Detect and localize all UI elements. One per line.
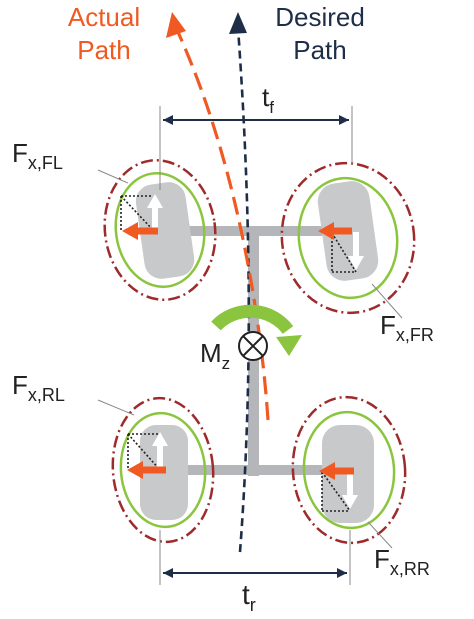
force-label-fl-main: F [12,138,28,168]
rear-track-main: t [242,579,250,610]
wheel-front-right [280,161,416,315]
desired-path-arrowhead [229,12,247,34]
rear-axle [178,465,328,475]
force-label-rl: Fx,RL [12,370,65,405]
friction-ellipse-red [111,396,215,544]
wheel-rear-right [291,395,407,545]
wheel-rear-left [111,396,215,544]
actual-path-label-line2: Path [77,35,131,65]
friction-ellipse-green [302,410,396,530]
force-decomposition-dotted [331,232,357,273]
yaw-moment-arc [211,304,294,335]
force-label-rr-main: F [374,544,390,574]
front-track-label: tf [262,82,274,117]
force-label-fr-sub: x,FR [396,325,434,345]
actual-path-line [176,31,270,421]
front-track-main: t [262,82,270,112]
leader-line-fl [97,169,129,184]
rear-track-label: tr [242,579,256,615]
force-decomposition-dotted [321,471,351,512]
force-label-rl-sub: x,RL [28,385,65,405]
yaw-moment-label: Mz [200,338,230,373]
leader-line-fr [371,283,403,319]
longitudinal-force-arrowhead [318,222,334,240]
yaw-moment-main: M [200,338,222,368]
force-decomposition-dotted [127,433,161,471]
friction-ellipse-green [114,171,206,289]
force-decomposition-dotted [120,195,154,231]
rear-track-sub: r [250,595,256,615]
yaw-moment [211,304,302,361]
moment-axis-cross [242,335,264,357]
friction-ellipse-green [297,176,399,300]
friction-ellipse-red [291,395,407,545]
force-label-fl: Fx,FL [12,138,63,173]
desired-path-label-line1: Desired [275,2,365,32]
rear-track-dimension [159,530,351,585]
longitudinal-force-arrowhead [319,462,335,480]
force-label-rl-main: F [12,370,28,400]
friction-ellipse-red [280,161,416,315]
force-label-fl-sub: x,FL [28,153,63,173]
actual-path-arrowhead [166,12,186,38]
yaw-moment-sub: z [222,354,231,373]
lateral-force-arrowhead [342,495,358,509]
leader-line-rl [97,399,135,416]
lateral-force-arrowhead [152,432,168,446]
yaw-moment-arrowhead [276,335,302,356]
longitudinal-force-arrowhead [127,461,143,479]
force-label-fr: Fx,FR [380,310,434,345]
actual-path-label-line1: Actual [68,2,140,32]
lateral-force-arrowhead [348,256,364,270]
force-label-rr: Fx,RR [374,544,430,579]
force-label-fr-main: F [380,310,396,340]
friction-ellipse-red [103,159,217,301]
lateral-force-arrowhead [147,194,163,208]
front-track-dimension [159,106,353,190]
force-label-rr-sub: x,RR [390,559,430,579]
front-track-sub: f [269,98,274,117]
wheel-front-left [103,159,217,301]
leader-line-rr [367,521,393,549]
longitudinal-force-arrowhead [122,222,138,240]
friction-ellipse-green [119,411,207,529]
desired-path-label-line2: Path [293,35,347,65]
